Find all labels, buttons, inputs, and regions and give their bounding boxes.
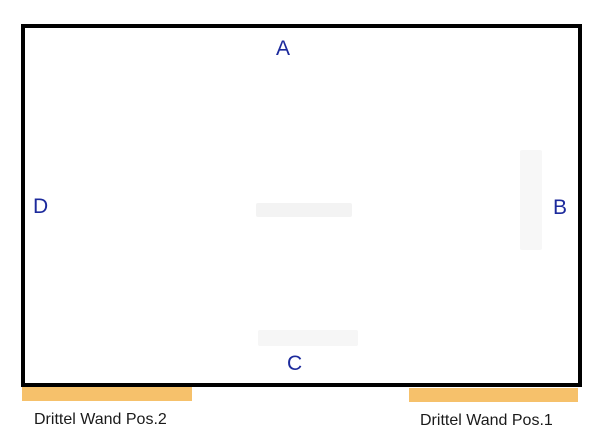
side-label-top: A — [276, 37, 291, 60]
faint-artifact — [520, 150, 542, 250]
side-label-left: D — [33, 195, 49, 218]
wall-third-caption-pos-1: Drittel Wand Pos.1 — [420, 412, 553, 429]
faint-artifact — [256, 203, 352, 217]
side-label-right: B — [553, 196, 568, 219]
wall-third-bar-pos-2 — [22, 387, 192, 401]
side-label-bottom: C — [287, 352, 303, 375]
room-outline — [21, 24, 582, 387]
wall-third-caption-pos-2: Drittel Wand Pos.2 — [34, 411, 167, 428]
wall-third-bar-pos-1 — [409, 388, 578, 402]
faint-artifact — [258, 330, 358, 346]
